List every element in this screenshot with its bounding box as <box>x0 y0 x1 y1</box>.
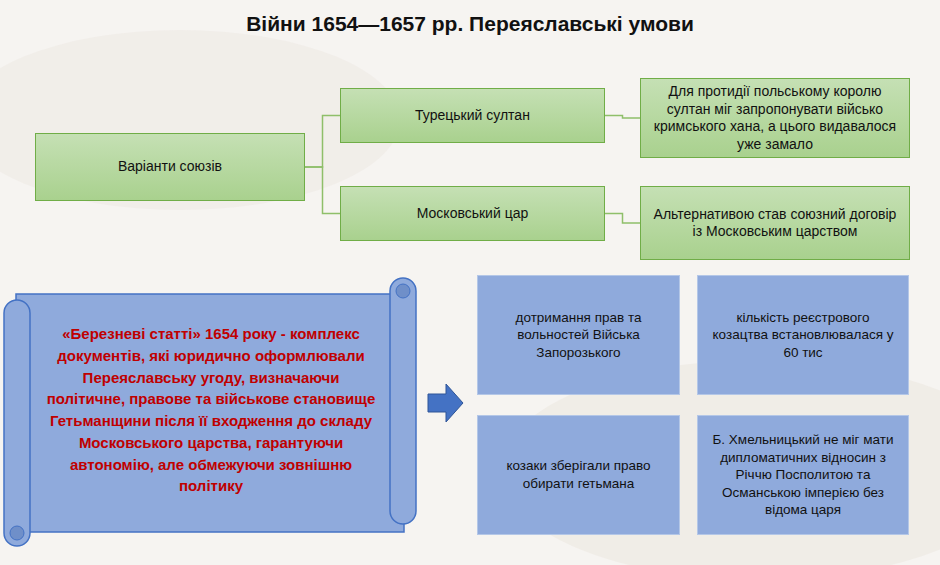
text-group: «Березневі статті» 1654 року - комплекс … <box>42 323 380 497</box>
term-box: козаки зберігали право обирати гетьмана <box>477 415 680 535</box>
text-group: Московський цар <box>417 205 529 223</box>
text-group: Альтернативою став союзний договір із Мо… <box>649 206 901 241</box>
connector-line <box>305 167 340 214</box>
text-group: Турецький султан <box>415 107 530 125</box>
connector-line <box>305 116 340 168</box>
note-box: Для протидії польському королю султан мі… <box>640 78 910 158</box>
text-group: козаки зберігали право обирати гетьмана <box>488 457 669 492</box>
option-box: Турецький султан <box>340 88 605 143</box>
term-box: Б. Хмельницький не міг мати дипломатични… <box>697 415 909 535</box>
block-arrow <box>428 384 463 422</box>
node-text: Турецький султан <box>415 107 530 125</box>
node-text: кількість реєстрового козацтва встановлю… <box>708 309 898 362</box>
node-text: Б. Хмельницький не міг мати дипломатични… <box>708 431 898 519</box>
text-group: Варіанти союзів <box>118 158 222 176</box>
term-box: дотримання прав та вольностей Війська За… <box>477 275 680 395</box>
text-group: кількість реєстрового козацтва встановлю… <box>708 309 898 362</box>
text-group: дотримання прав та вольностей Війська За… <box>488 309 669 362</box>
node-text: Варіанти союзів <box>118 158 222 176</box>
text-group: Для протидії польському королю султан мі… <box>649 83 901 153</box>
node-text: Альтернативою став союзний договір із Мо… <box>649 206 901 241</box>
connector-line <box>605 214 640 224</box>
term-box: кількість реєстрового козацтва встановлю… <box>697 275 909 395</box>
node-text: дотримання прав та вольностей Війська За… <box>488 309 669 362</box>
node-text: Для протидії польському королю султан мі… <box>649 83 901 153</box>
note-box: Альтернативою став союзний договір із Мо… <box>640 186 910 260</box>
connector-line <box>605 116 640 119</box>
text-group: Б. Хмельницький не міг мати дипломатични… <box>708 431 898 519</box>
scroll-outline <box>2 270 420 550</box>
node-text: Московський цар <box>417 205 529 223</box>
node-text: козаки зберігали право обирати гетьмана <box>488 457 669 492</box>
node-text: «Березневі статті» 1654 року - комплекс … <box>42 323 380 497</box>
diagram-title: Війни 1654—1657 рр. Переяславські умови <box>0 12 940 36</box>
option-box: Московський цар <box>340 186 605 241</box>
scroll-banner: «Березневі статті» 1654 року - комплекс … <box>2 270 420 550</box>
category-box: Варіанти союзів <box>35 133 305 201</box>
